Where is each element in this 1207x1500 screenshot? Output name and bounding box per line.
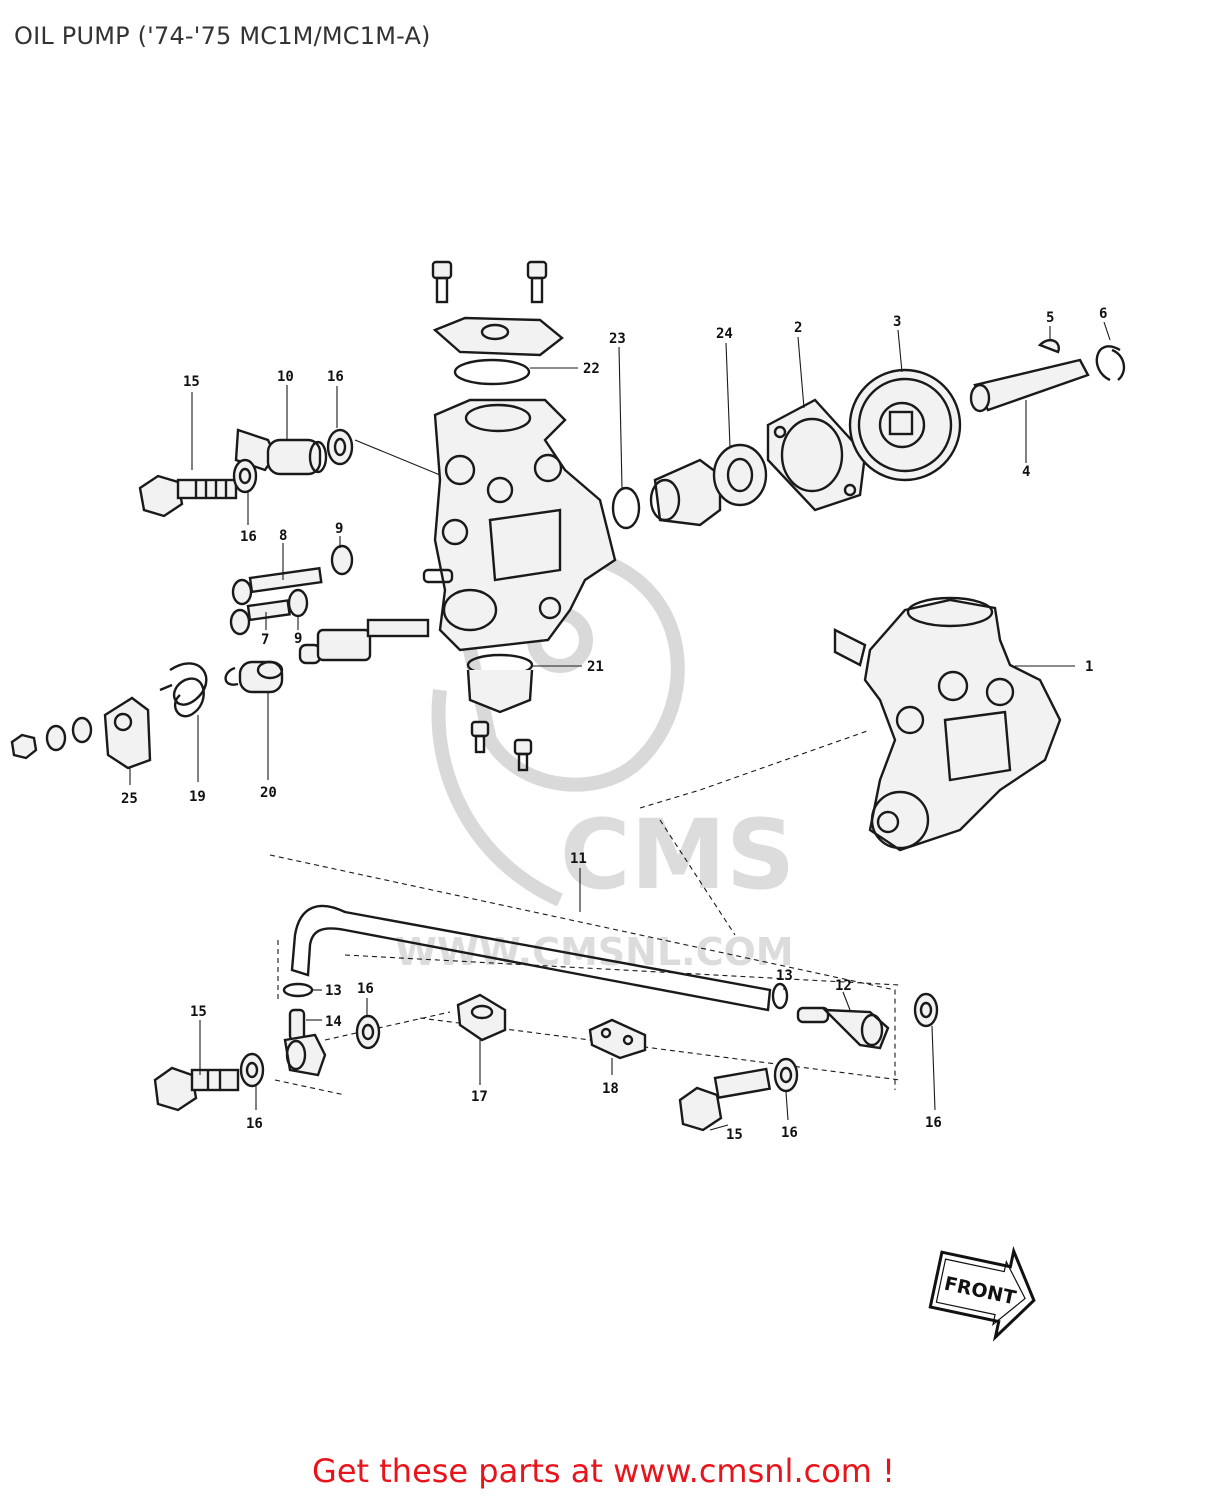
reference-line <box>639 729 871 809</box>
o-ring-23 <box>611 486 641 530</box>
callout-8: 8 <box>279 528 287 544</box>
callout-19: 19 <box>189 789 206 805</box>
spring-19 <box>159 662 208 718</box>
callout-9b: 9 <box>294 631 302 647</box>
oil-pump-assembly-1 <box>833 596 1075 852</box>
callout-15c: 15 <box>726 1127 743 1143</box>
callout-16f: 16 <box>925 1115 942 1131</box>
callout-24: 24 <box>716 326 733 342</box>
washer-16-right <box>913 992 939 1028</box>
callout-17: 17 <box>471 1089 488 1105</box>
pump-cover-plate <box>432 316 564 357</box>
leader-lines <box>129 321 1111 1131</box>
callout-7: 7 <box>261 632 269 648</box>
circlip-6 <box>1095 345 1126 382</box>
banjo-fitting-14 <box>283 1008 327 1077</box>
callout-16d: 16 <box>246 1116 263 1132</box>
callout-9a: 9 <box>335 521 343 537</box>
banjo-bolt-15-left <box>153 1066 240 1112</box>
gear-3 <box>848 368 962 482</box>
callout-25: 25 <box>121 791 138 807</box>
screw-8 <box>231 566 323 606</box>
callout-16b: 16 <box>240 529 257 545</box>
oil-pump-body <box>422 398 617 652</box>
callout-22: 22 <box>583 361 600 377</box>
front-direction-arrow: FRONT <box>928 1246 1036 1342</box>
plunger-shaft <box>298 618 430 665</box>
callout-15b: 15 <box>190 1004 207 1020</box>
washer-16-hose-a <box>355 1014 381 1050</box>
callout-20: 20 <box>260 785 277 801</box>
callout-10: 10 <box>277 369 294 385</box>
callout-6: 6 <box>1099 306 1107 322</box>
callout-18: 18 <box>602 1081 619 1097</box>
washer-16-top <box>326 428 354 466</box>
woodruff-key-5 <box>1037 338 1060 354</box>
callout-16c: 16 <box>357 981 374 997</box>
washer-16-hose-b <box>239 1052 265 1088</box>
callout-14: 14 <box>325 1014 342 1030</box>
hose-clip-13-right <box>771 982 789 1010</box>
washer-9-bottom <box>287 588 309 618</box>
clamp-21 <box>466 653 582 772</box>
callout-4: 4 <box>1022 464 1030 480</box>
grommet-17 <box>456 993 507 1042</box>
drive-shaft-4 <box>969 358 1090 413</box>
lever-25 <box>103 696 152 770</box>
callout-15a: 15 <box>183 374 200 390</box>
promo-link[interactable]: Get these parts at www.cmsnl.com ! <box>312 1452 895 1490</box>
callout-5: 5 <box>1046 310 1054 326</box>
bushing <box>649 458 722 527</box>
callout-13a: 13 <box>325 983 342 999</box>
callout-11: 11 <box>570 851 587 867</box>
clip-ring <box>224 666 239 686</box>
cover-bolt-left <box>431 260 453 304</box>
banjo-bolt-15-top <box>138 474 238 518</box>
washer-16-left <box>232 458 258 494</box>
page-title: OIL PUMP ('74-'75 MC1M/MC1M-A) <box>14 22 431 50</box>
washer-16-bottom <box>773 1057 799 1093</box>
cover-bolt-right <box>526 260 548 304</box>
watermark-url: WWW.CMSNL.COM <box>395 930 794 974</box>
callout-23: 23 <box>609 331 626 347</box>
collar-20 <box>238 660 284 694</box>
callout-12: 12 <box>835 978 852 994</box>
grommet-18 <box>588 1018 647 1060</box>
nuts-and-washers <box>10 716 93 760</box>
oil-hose-11 <box>290 904 772 1012</box>
callout-13b: 13 <box>776 968 793 984</box>
banjo-fitting-12 <box>796 1006 890 1050</box>
callout-16e: 16 <box>781 1125 798 1141</box>
bearing-24 <box>712 443 768 507</box>
banjo-bolt-15-right <box>678 1067 772 1132</box>
gasket-2 <box>766 398 867 512</box>
callout-21: 21 <box>587 659 604 675</box>
o-ring-22 <box>453 358 531 386</box>
callout-16a: 16 <box>327 369 344 385</box>
screw-7 <box>229 599 291 636</box>
hose-clip-13-left <box>282 982 314 998</box>
callout-1: 1 <box>1085 659 1093 675</box>
watermark-brand: CMS <box>560 799 795 911</box>
washer-9-top <box>330 544 354 576</box>
callout-labels: 1 2 3 4 5 6 7 8 9 9 10 11 12 13 13 14 15… <box>121 306 1107 1143</box>
callout-2: 2 <box>794 320 802 336</box>
callout-3: 3 <box>893 314 901 330</box>
